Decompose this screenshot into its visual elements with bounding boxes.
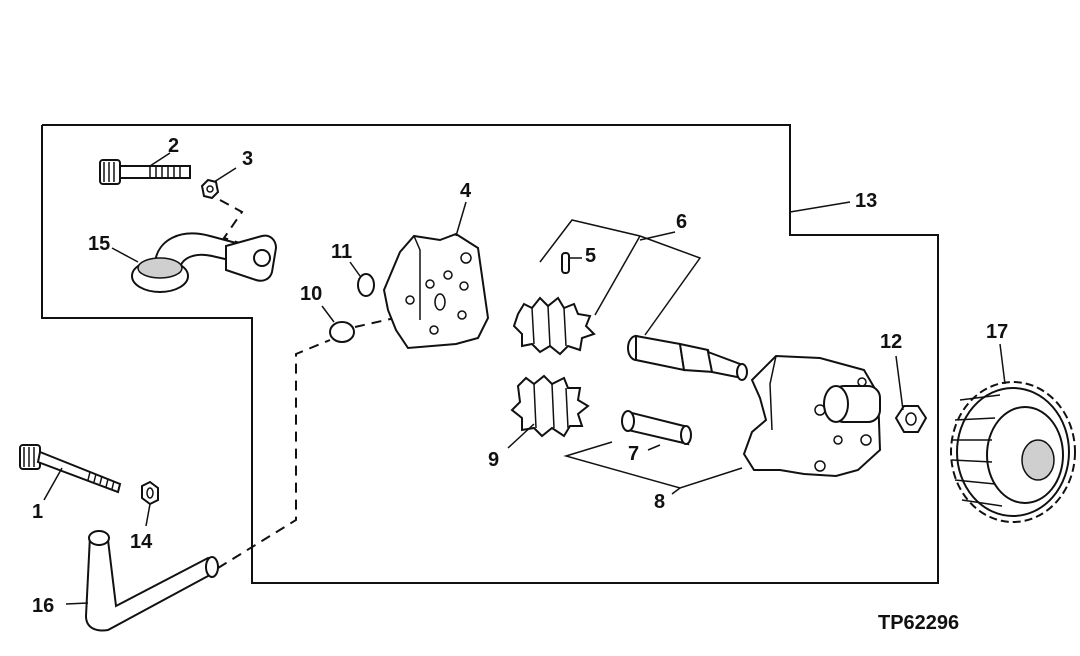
callout-13: 13: [855, 190, 877, 212]
callout-16: 16: [32, 595, 54, 617]
leader-10: [321, 305, 335, 323]
idler-shaft: [621, 410, 692, 446]
o-ring: [329, 321, 355, 343]
callout-8: 8: [654, 491, 665, 513]
assembly-path-10: [354, 317, 396, 328]
oil-pickup-strainer: [131, 232, 278, 293]
drive-shaft: [627, 334, 748, 381]
nut-lower: [141, 480, 159, 506]
leader-4: [455, 201, 467, 237]
pump-drive-gear-upper: [512, 296, 596, 356]
assembly-boundary: [41, 124, 939, 584]
o-ring-small: [357, 273, 375, 297]
callout-9: 9: [488, 449, 499, 471]
assembly-path-16: [217, 339, 331, 569]
callout-14: 14: [130, 531, 153, 553]
hex-nut: [894, 405, 928, 433]
group-bracket-6: [539, 219, 641, 263]
oil-pickup-tube: [84, 530, 219, 632]
callout-10: 10: [300, 283, 322, 305]
callout-7: 7: [628, 443, 639, 465]
callout-15: 15: [88, 233, 110, 255]
pump-housing: [742, 354, 882, 478]
oil-pump-gear: [950, 381, 1076, 523]
callout-11: 11: [331, 241, 352, 263]
group-bracket-8: [563, 441, 743, 489]
callout-2: 2: [168, 135, 179, 157]
bracket-6-arm: [594, 235, 641, 316]
pump-driven-gear: [510, 374, 590, 438]
callout-12: 12: [880, 331, 902, 353]
leader-3: [213, 167, 237, 183]
leader-17: [999, 343, 1006, 385]
leader-11: [349, 261, 361, 277]
leader-7: [647, 444, 661, 451]
leader-9: [507, 423, 535, 449]
callout-5: 5: [585, 245, 596, 267]
callout-6: 6: [676, 211, 687, 233]
leader-2: [149, 152, 171, 167]
callout-4: 4: [460, 180, 472, 202]
dowel-pin: [561, 252, 570, 274]
cap-screw-lower: [19, 444, 122, 494]
leader-1: [43, 467, 63, 501]
leader-8: [671, 487, 681, 495]
leader-14: [145, 503, 151, 527]
leader-16: [65, 602, 89, 605]
cap-screw-upper: [99, 159, 191, 185]
callout-17: 17: [986, 321, 1008, 343]
leader-6: [639, 231, 676, 241]
bracket-6-arm-2: [639, 235, 702, 336]
figure-id: TP62296: [878, 612, 959, 634]
leader-13: [789, 201, 851, 213]
callout-1: 1: [32, 501, 43, 523]
leader-12: [895, 355, 904, 411]
callout-3: 3: [242, 148, 253, 170]
leader-15: [111, 247, 139, 263]
pump-cover: [382, 232, 490, 350]
nut-upper: [200, 178, 220, 200]
